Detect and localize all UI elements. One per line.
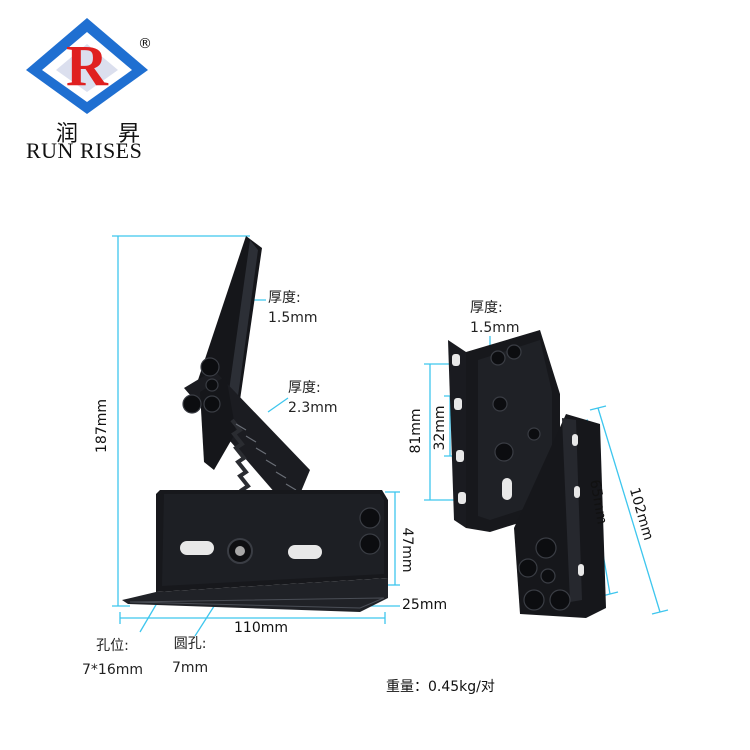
- right-thickness-title: 厚度:: [470, 300, 503, 316]
- logo-letter: R: [66, 33, 108, 98]
- registered-mark: ®: [138, 36, 152, 52]
- slot-label: 孔位: 7*16mm: [82, 636, 143, 680]
- thickness-mid-title: 厚度:: [288, 380, 321, 396]
- dim-81: 81mm: [408, 408, 424, 454]
- logo-cn-1: 润: [56, 122, 81, 147]
- slot-value: 7*16mm: [82, 662, 143, 678]
- dim-32: 32mm: [432, 405, 448, 451]
- hole-value: 7mm: [172, 660, 209, 676]
- right-thickness-label: 厚度: 1.5mm: [470, 298, 520, 338]
- logo-cn-2: 昇: [118, 122, 143, 147]
- hole-title: 圆孔:: [173, 636, 207, 652]
- thickness-top-title: 厚度:: [268, 290, 301, 306]
- depth-dimension: 25mm: [402, 597, 448, 613]
- thickness-top-value: 1.5mm: [268, 310, 318, 326]
- hole-label: 圆孔: 7mm: [172, 634, 208, 678]
- brand-logo: R ® 润 昇 RUN RISES: [22, 14, 162, 164]
- thickness-top-label: 厚度: 1.5mm: [268, 288, 318, 328]
- logo-en: RUN RISES: [26, 138, 143, 163]
- logo-diamond-icon: [26, 18, 148, 114]
- width-dimension: 110mm: [234, 620, 288, 636]
- right-thickness-value: 1.5mm: [470, 320, 520, 336]
- slot-title: 孔位:: [96, 638, 129, 654]
- weight-label: 重量：0.45kg/对: [386, 679, 495, 695]
- thickness-mid-value: 2.3mm: [288, 400, 338, 416]
- thickness-mid-label: 厚度: 2.3mm: [288, 378, 338, 418]
